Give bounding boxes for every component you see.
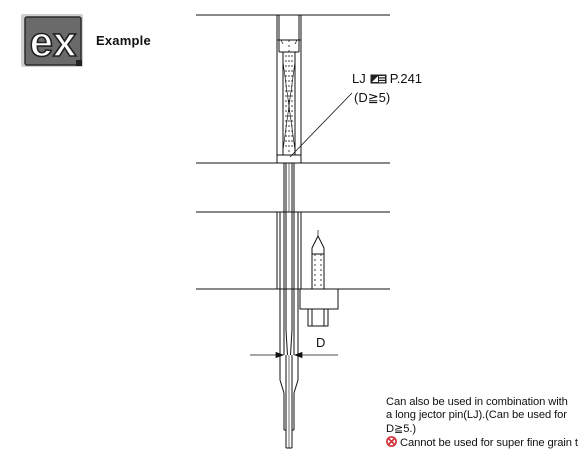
note-line-1: Can also be used in combination with [386,396,568,408]
dimension-label: D [316,335,326,350]
dimension-d [250,351,338,359]
usage-note: Can also be used in combination with a l… [386,396,578,451]
prohibited-circle-icon [386,436,397,448]
part-code: LJ [352,71,366,86]
ejector-sleeve-upper [283,163,295,212]
support-pin [299,230,339,327]
caution-line: Cannot be used for super fine grain type… [386,436,578,450]
logo-text: ex [30,18,77,65]
callout-leader [289,92,353,158]
caution-text: Cannot be used for super fine grain type… [400,437,578,450]
note-line-2: a long jector pin(LJ).(Can be used for [386,409,567,422]
part-callout: LJ P.241 [352,71,422,87]
ejector-sleeve-lower [276,212,302,449]
note-line-3: D≧5.) [386,422,417,435]
lj-hidden-lines [285,40,293,155]
catalog-reference-icon[interactable] [370,74,387,84]
callout-condition: (D≧5) [354,90,391,105]
page-reference[interactable]: P.241 [389,71,423,86]
example-logo: ex [21,14,83,67]
page-title: Example [96,33,151,48]
